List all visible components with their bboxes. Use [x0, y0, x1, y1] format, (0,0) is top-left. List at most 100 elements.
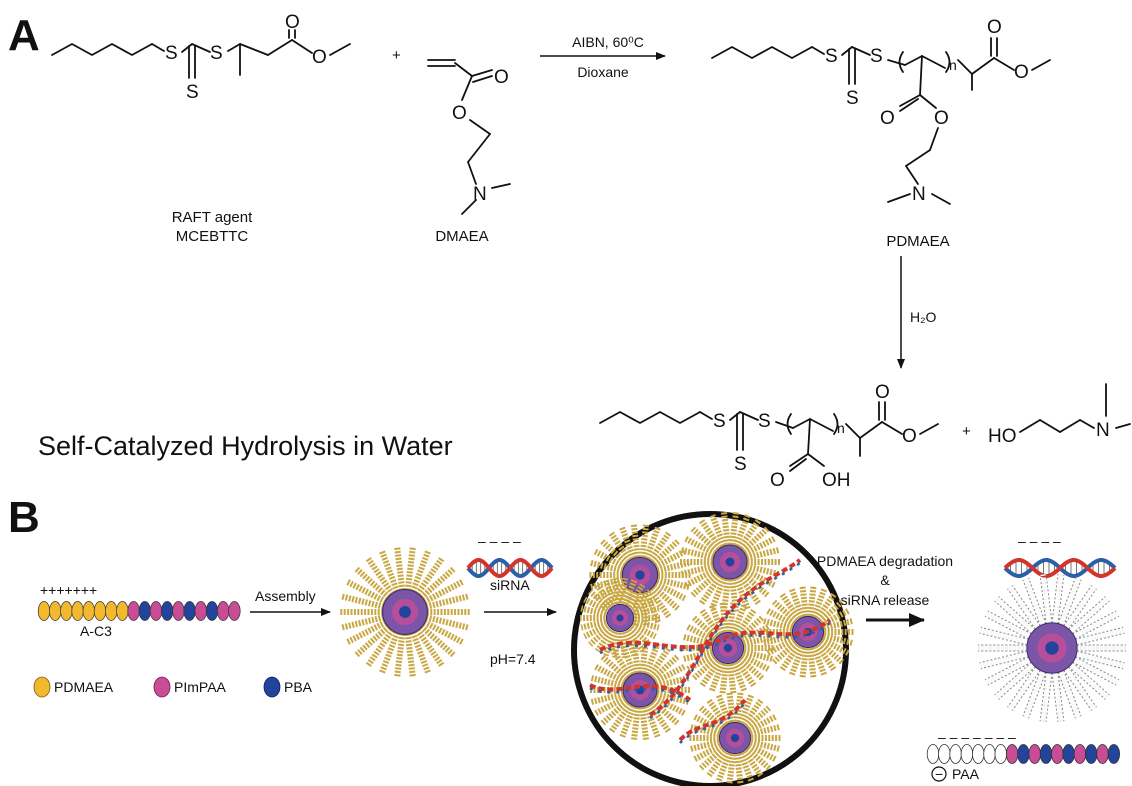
- corona-arm: [819, 618, 854, 632]
- corona-arm: [706, 698, 731, 730]
- corona-arm: [645, 647, 671, 681]
- chain-bead: [37, 601, 51, 621]
- corona-arm: [588, 575, 627, 591]
- corona-arm: [812, 640, 837, 672]
- chain-bead: [205, 601, 219, 621]
- paa-label: PAA: [952, 766, 980, 782]
- corona-arm: [779, 592, 804, 624]
- corona-arm: [726, 660, 737, 695]
- corona-arm: [699, 656, 724, 688]
- degraded-micelle: [978, 574, 1126, 722]
- corona-arm: [762, 632, 797, 646]
- corona-arm: [642, 525, 662, 563]
- pdmaea-label: PDMAEA: [886, 233, 949, 250]
- corona-arm-fill: [994, 597, 1039, 637]
- corona-arm: [735, 615, 765, 642]
- corona-arm: [732, 514, 751, 550]
- atom-s: S: [713, 411, 726, 432]
- corona-arm: [588, 559, 627, 575]
- paa-bead: [1028, 744, 1041, 764]
- paa-bead: [1084, 744, 1098, 764]
- chain-bead: [71, 601, 84, 621]
- corona-arm: [728, 512, 740, 549]
- released-neg-charges: – – – –: [1018, 533, 1061, 549]
- corona-arm: [771, 638, 801, 665]
- corona-arm: [353, 622, 394, 659]
- chain-bead: [161, 601, 174, 621]
- corona-arm: [638, 640, 650, 677]
- corona-arm-fill: [1069, 611, 1119, 641]
- corona-arm: [742, 705, 772, 732]
- corona-arm: [738, 651, 771, 673]
- corona-arm-fill: [979, 627, 1033, 646]
- corona-arm: [806, 585, 817, 620]
- corona-arm: [619, 702, 638, 738]
- atom-s: S: [165, 43, 178, 64]
- atom-o: O: [452, 103, 467, 124]
- paa-bead: [1039, 744, 1053, 764]
- corona-arm: [626, 623, 652, 647]
- minus-circle-icon: [931, 766, 947, 782]
- corona-arm: [736, 748, 755, 783]
- corona-arm: [645, 585, 673, 620]
- sirna-duplex: [466, 558, 554, 578]
- atom-o: O: [880, 108, 895, 129]
- paa-bead: [926, 744, 940, 764]
- corona-arm: [353, 565, 394, 602]
- legend-label-pba: PBA: [284, 679, 313, 695]
- corona-arm: [394, 546, 406, 595]
- corona-arm: [630, 640, 642, 677]
- assembly-label: Assembly: [255, 588, 316, 604]
- micelle-center: [723, 643, 733, 653]
- corona-arm-fill: [1071, 650, 1125, 669]
- corona-arm: [609, 647, 635, 681]
- corona-arm: [788, 587, 807, 622]
- atom-n: N: [912, 184, 926, 205]
- atom-oh: OH: [822, 470, 851, 491]
- corona-arm: [685, 623, 718, 645]
- corona-arm: [345, 578, 391, 607]
- corona-arm: [738, 526, 770, 555]
- sirna-label: siRNA: [490, 577, 530, 593]
- corona-arm-fill: [1007, 585, 1043, 633]
- corona-arm-fill: [1023, 666, 1047, 719]
- corona-arm: [745, 741, 778, 763]
- ph-label: pH=7.4: [490, 651, 536, 667]
- pdmaea-structure: S S S n O O N O O: [711, 17, 1051, 205]
- strand: [466, 558, 554, 578]
- corona-arm: [732, 656, 757, 688]
- corona-arm: [645, 530, 673, 565]
- corona-arm: [651, 579, 688, 602]
- corona-arm: [809, 642, 828, 677]
- corona-arm: [733, 750, 744, 785]
- degradation-amp: &: [880, 572, 890, 588]
- corona-arm: [735, 571, 761, 605]
- chain-bead: [49, 601, 62, 621]
- atom-s: S: [210, 43, 223, 64]
- corona-arm: [603, 627, 619, 657]
- raft-agent-structure: S S S O O: [51, 12, 351, 103]
- corona-arm: [394, 629, 406, 678]
- corona-arm: [419, 578, 465, 607]
- corona-arm: [648, 697, 680, 726]
- paa-bead: [1005, 744, 1019, 764]
- corona-arm: [378, 628, 402, 675]
- corona-arm: [746, 738, 781, 752]
- corona-arm: [745, 713, 778, 735]
- corona-arm: [682, 634, 717, 648]
- paa-bead: [949, 744, 962, 764]
- dmaea-label: DMAEA: [435, 228, 488, 245]
- corona-arm: [788, 642, 807, 677]
- corona-arm: [742, 547, 780, 562]
- corona-arm: [729, 658, 748, 693]
- corona-arm: [806, 644, 817, 679]
- paa-neg-charges: – – – – – – –: [938, 729, 1016, 745]
- corona-arm: [738, 569, 770, 598]
- corona-arm: [404, 629, 416, 678]
- corona-arm: [413, 555, 445, 599]
- corona-arm-fill: [1057, 666, 1081, 719]
- atom-o: O: [770, 470, 785, 491]
- polyplex-strand: [599, 618, 832, 652]
- corona-arm: [819, 632, 854, 646]
- polyplex-strand: [589, 683, 692, 702]
